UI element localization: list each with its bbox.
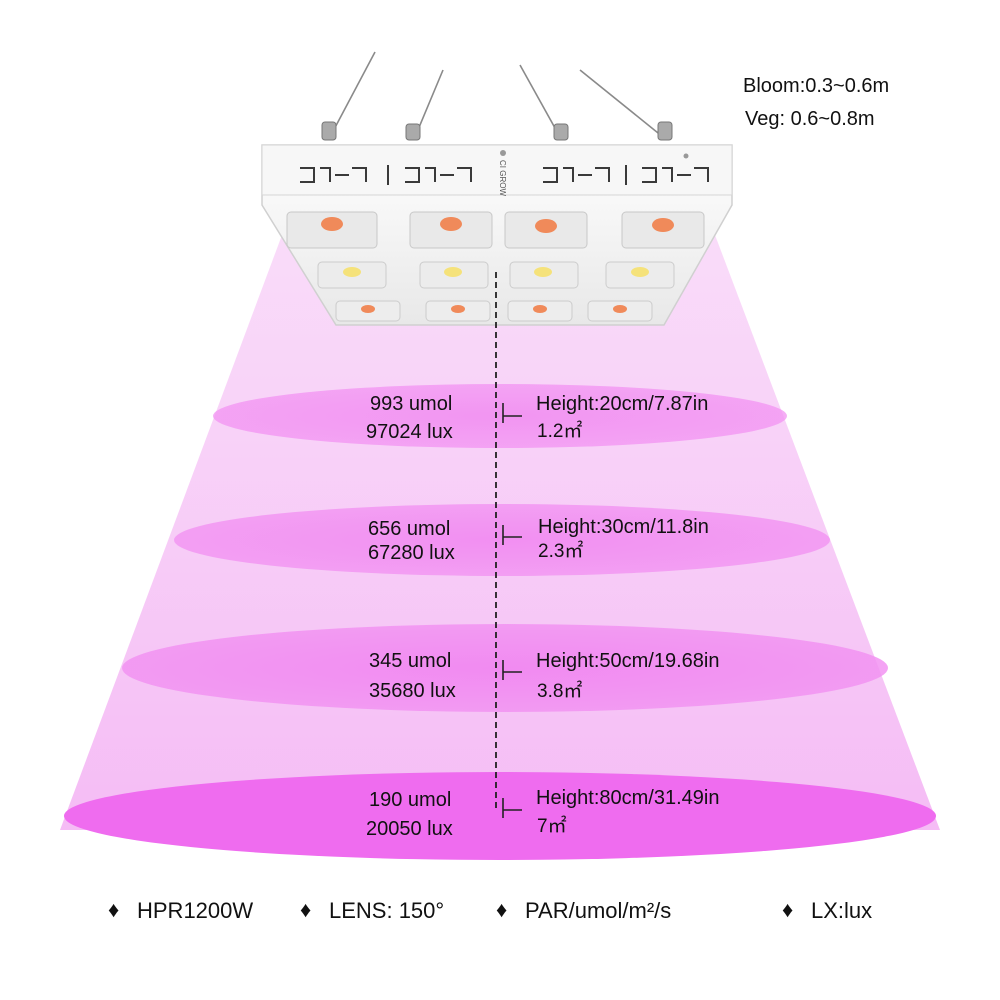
grow-light-panel: CI GROW [261,144,733,326]
illumination-ellipse-3 [122,624,888,712]
level-2-umol: 656 umol [368,518,450,540]
level-4-lux: 20050 lux [366,818,453,840]
cob-row-3 [335,300,653,322]
level-1-umol: 993 umol [370,393,452,415]
cob-row-2 [317,261,675,289]
legend-bullet-2: ♦ [300,897,311,922]
legend-item-1: HPR1200W [137,898,253,923]
legend-item-3: PAR/umol/m²/s [525,898,671,923]
level-3-area: 3.8㎡ [537,679,582,702]
legend-bullet-1: ♦ [108,897,119,922]
indicator-dot-right [683,153,689,159]
level-1-area: 1.2㎡ [537,419,582,442]
legend-bullet-4: ♦ [782,897,793,922]
level-4-umol: 190 umol [369,789,451,811]
level-3-lux: 35680 lux [369,680,456,702]
level-4-area: 7㎡ [537,814,567,837]
legend-bullet-3: ♦ [496,897,507,922]
illumination-ellipse-4 [64,772,936,860]
level-1-height: Height:20cm/7.87in [536,393,708,415]
level-4-height: Height:80cm/31.49in [536,787,719,809]
legend-item-4: LX:lux [811,898,872,923]
level-3-height: Height:50cm/19.68in [536,650,719,672]
level-1-lux: 97024 lux [366,421,453,443]
indicator-dot [500,150,506,156]
level-ticks [502,403,522,818]
legend: ♦ HPR1200W ♦ LENS: 150° ♦ PAR/umol/m²/s … [108,897,872,923]
brand-text: CI GROW [498,160,507,196]
illumination-ellipse-1 [213,384,787,448]
level-2-height: Height:30cm/11.8in [538,516,709,538]
hanging-wires [329,51,664,138]
bloom-distance: Bloom:0.3~0.6m [743,75,889,97]
vent-grilles [300,165,709,185]
legend-item-2: LENS: 150° [329,898,444,923]
cob-row-1 [286,211,705,249]
level-3-umol: 345 umol [369,650,451,672]
level-2-area: 2.3㎡ [538,539,583,562]
wire-hooks [321,121,673,141]
veg-distance: Veg: 0.6~0.8m [745,108,875,130]
level-2-lux: 67280 lux [368,542,455,564]
illumination-ellipse-2 [174,504,830,576]
